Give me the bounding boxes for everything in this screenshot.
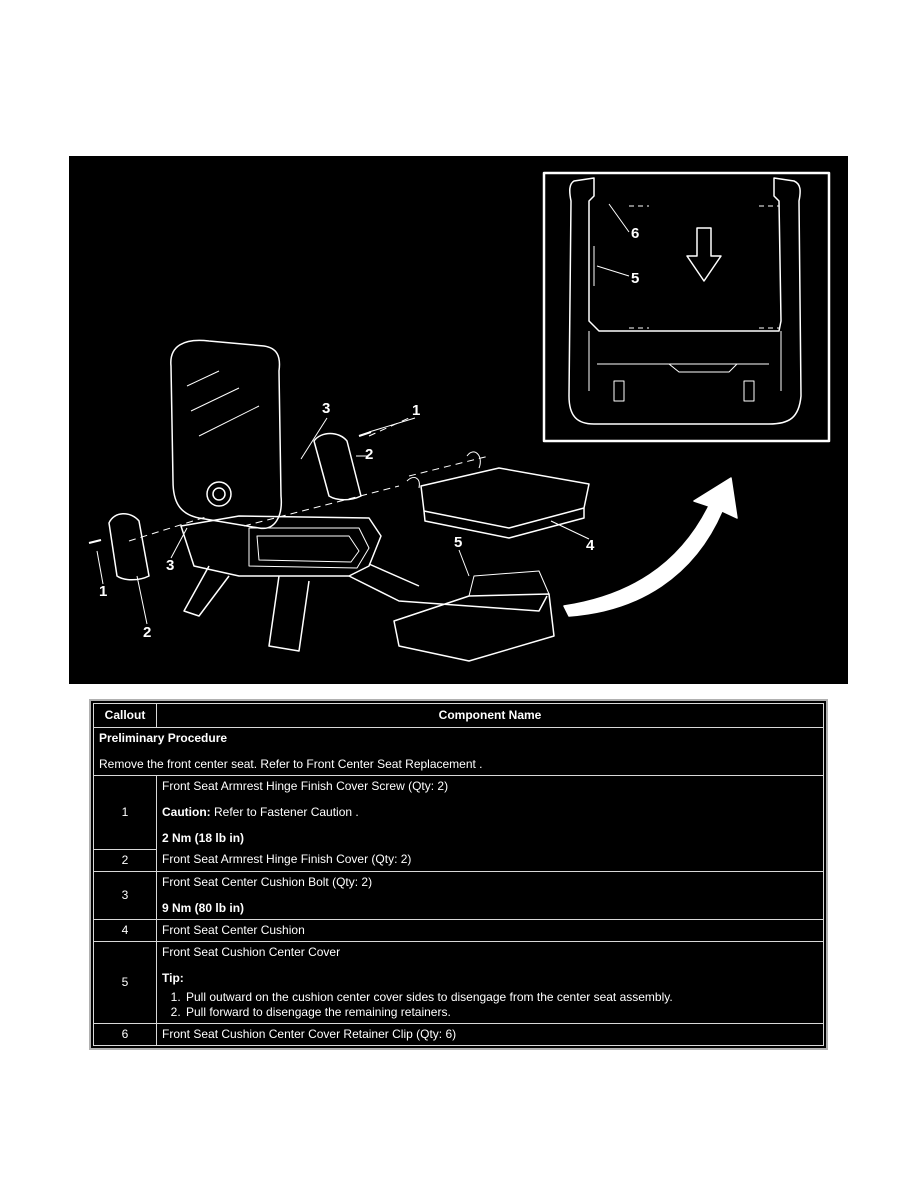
caution-label: Caution: (162, 805, 211, 819)
table-row: 5 Front Seat Cushion Center Cover Tip: P… (93, 940, 824, 1024)
direction-curved-arrow (563, 477, 738, 617)
caution-note: Caution: Refer to Fastener Caution . (162, 805, 818, 820)
component-cell: Front Seat Center Cushion Bolt (Qty: 2) … (156, 870, 824, 920)
down-arrow-icon (686, 227, 722, 282)
caution-text: Refer to Fastener Caution . (210, 805, 359, 819)
center-cushion (420, 467, 590, 529)
detail-inset-frame (542, 171, 831, 443)
seat-illustration: 1 2 3 3 1 2 4 5 6 5 (69, 156, 848, 684)
callout-label: 2 (365, 446, 373, 463)
table-row: 3 Front Seat Center Cushion Bolt (Qty: 2… (93, 870, 824, 920)
callout-label: 2 (143, 624, 151, 641)
component-name: Front Seat Center Cushion Bolt (Qty: 2) (162, 874, 373, 889)
tip-steps: Pull outward on the cushion center cover… (162, 990, 818, 1020)
callout-table: Callout Component Name Preliminary Proce… (89, 699, 828, 1050)
callout-number: 6 (93, 1022, 157, 1046)
torque-spec: 9 Nm (80 lb in) (162, 900, 245, 915)
right-hinge-cover (313, 432, 362, 501)
list-item: Pull forward to disengage the remaining … (184, 1005, 818, 1020)
callout-label: 6 (631, 225, 639, 242)
callout-number: 2 (93, 849, 157, 872)
callout-number: 5 (93, 940, 157, 1024)
left-hinge-cover (108, 513, 150, 581)
callout-number: 4 (93, 918, 157, 942)
callout-number: 3 (93, 870, 157, 920)
component-name: Front Seat Center Cushion (156, 918, 824, 942)
preliminary-text: Remove the front center seat. Refer to F… (99, 757, 483, 771)
callout-label: 1 (99, 583, 107, 600)
seat-back-outline (170, 339, 283, 530)
callout-label: 1 (412, 402, 420, 419)
callout-label: 4 (586, 537, 595, 554)
callout-label: 5 (454, 534, 462, 551)
header-callout: Callout (93, 703, 157, 728)
table-header-row: Callout Component Name (93, 703, 824, 728)
torque-spec: 2 Nm (18 lb in) (162, 831, 245, 845)
center-cover (393, 593, 555, 662)
exploded-view-drawing: 1 2 3 3 1 2 4 5 6 5 (88, 171, 831, 662)
table-row: 1 Front Seat Armrest Hinge Finish Cover … (93, 775, 824, 850)
callout-label: 5 (631, 270, 639, 287)
component-cell: Front Seat Armrest Hinge Finish Cover Sc… (156, 775, 824, 849)
inset-cover-outline (568, 177, 802, 425)
component-name: Front Seat Cushion Center Cover Retainer… (156, 1022, 824, 1046)
table-row: 2 Front Seat Armrest Hinge Finish Cover … (93, 849, 824, 872)
callout-label: 3 (322, 400, 330, 417)
callout-number: 1 (93, 775, 157, 850)
header-component-name: Component Name (156, 703, 824, 728)
component-cell: Front Seat Cushion Center Cover Tip: Pul… (156, 940, 824, 1024)
component-name: Front Seat Armrest Hinge Finish Cover Sc… (162, 779, 449, 793)
component-name: Front Seat Cushion Center Cover (162, 944, 341, 959)
list-item: Pull outward on the cushion center cover… (184, 990, 818, 1005)
table-row: 4 Front Seat Center Cushion (93, 918, 824, 942)
callout-label: 3 (166, 557, 174, 574)
component-table: Callout Component Name Preliminary Proce… (93, 703, 824, 1046)
preliminary-title: Preliminary Procedure (99, 731, 228, 745)
seat-base-outline (180, 515, 382, 577)
tip-label: Tip: (162, 970, 184, 985)
preliminary-cell: Preliminary Procedure Remove the front c… (93, 727, 824, 776)
table-row-preliminary: Preliminary Procedure Remove the front c… (93, 727, 824, 776)
component-name: Front Seat Armrest Hinge Finish Cover (Q… (156, 849, 824, 872)
table-row: 6 Front Seat Cushion Center Cover Retain… (93, 1022, 824, 1046)
